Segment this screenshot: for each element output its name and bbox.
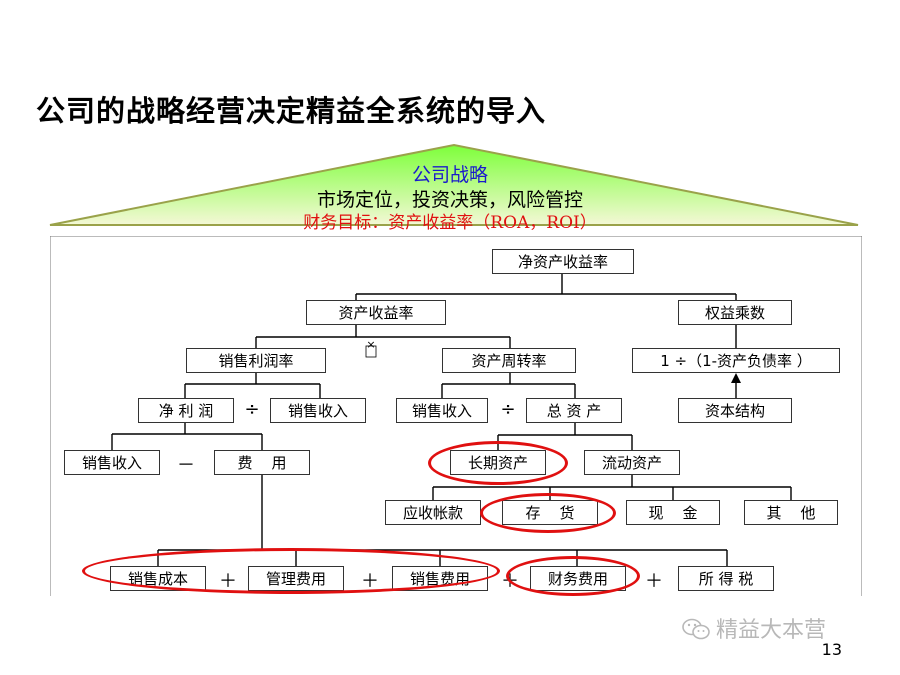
connector-lines	[50, 236, 862, 596]
pyramid-strategy-items: 市场定位，投资决策，风险管控	[316, 189, 583, 211]
pyramid-financial-goal: 财务目标：资产收益率（ROA，ROI）	[303, 213, 597, 233]
highlight-long-term-assets	[428, 441, 568, 485]
dupont-diagram: 净资产收益率 资产收益率 权益乘数 销售利润率 资产周转率 1 ÷（1-资产负债…	[50, 236, 862, 596]
highlight-cost-group	[82, 548, 500, 594]
highlight-inventory	[480, 493, 616, 533]
node-cash: 现 金	[626, 500, 720, 525]
watermark: 精益大本营	[682, 612, 826, 644]
node-sales-revenue-1: 销售收入	[270, 398, 366, 423]
wechat-icon	[682, 618, 710, 640]
node-equity-multiplier: 权益乘数	[678, 300, 792, 325]
op-multiply: ×	[366, 338, 376, 351]
watermark-text: 精益大本营	[716, 618, 827, 643]
node-expenses: 费 用	[214, 450, 310, 475]
page-title: 公司的战略经营决定精益全系统的导入	[36, 94, 547, 128]
pyramid-strategy-label: 公司战略	[411, 164, 488, 186]
node-profit-margin: 销售利润率	[186, 348, 326, 373]
node-roa: 资产收益率	[306, 300, 446, 325]
node-total-assets: 总 资 产	[526, 398, 622, 423]
op-divide-1: ÷	[244, 399, 260, 420]
node-roe: 净资产收益率	[492, 249, 634, 274]
node-others: 其 他	[744, 500, 838, 525]
node-capital-structure: 资本结构	[678, 398, 792, 423]
node-income-tax: 所 得 税	[678, 566, 774, 591]
pyramid-shape	[49, 143, 859, 226]
page-number: 13	[821, 640, 842, 659]
node-leverage-formula: 1 ÷（1-资产负债率 ）	[632, 348, 840, 373]
node-sales-revenue-2: 销售收入	[396, 398, 488, 423]
op-plus-4: ＋	[645, 571, 663, 592]
strategy-pyramid	[49, 143, 859, 226]
highlight-finance-expense	[506, 556, 640, 596]
node-receivables: 应收帐款	[385, 500, 481, 525]
op-minus: －	[177, 455, 195, 476]
node-current-assets: 流动资产	[584, 450, 680, 475]
node-net-profit: 净 利 润	[138, 398, 234, 423]
node-asset-turnover: 资产周转率	[442, 348, 576, 373]
node-sales-revenue-3: 销售收入	[64, 450, 160, 475]
op-divide-2: ÷	[500, 399, 516, 420]
